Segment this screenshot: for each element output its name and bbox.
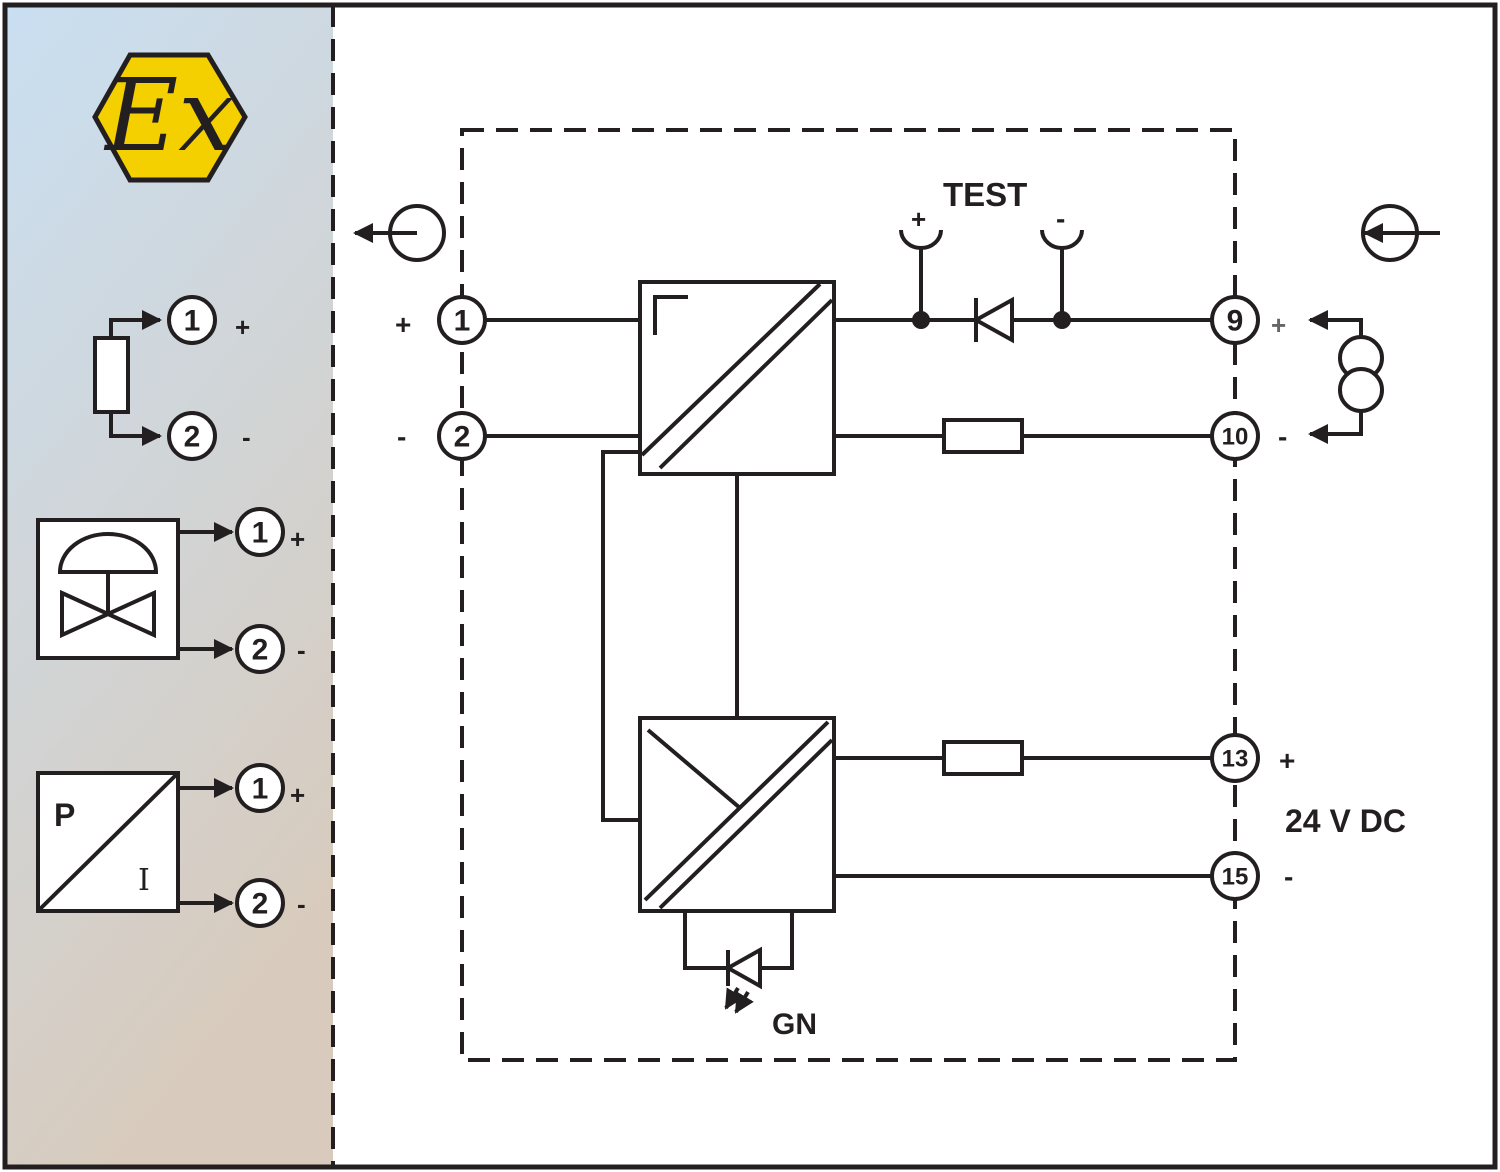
test-socket-icon bbox=[899, 229, 1084, 320]
terminal-2 bbox=[167, 411, 217, 461]
output-terminal-10 bbox=[1210, 411, 1260, 461]
terminal-num: 2 bbox=[252, 634, 269, 667]
device-sensor: 1 + 2 - bbox=[93, 295, 251, 461]
terminal-1 bbox=[235, 763, 285, 813]
terminal-num: 13 bbox=[1222, 746, 1249, 773]
ex-hazard-icon: Ex bbox=[92, 52, 248, 183]
output-terminals: 9 + 10 - 13 + 15 - bbox=[1210, 295, 1295, 901]
valve-icon bbox=[57, 532, 159, 639]
transmitter-p-label: P bbox=[54, 797, 75, 833]
output-terminal-15 bbox=[1210, 851, 1260, 901]
signal-in-icon bbox=[1361, 204, 1440, 262]
input-sign-minus: - bbox=[397, 421, 406, 452]
terminal-sign: + bbox=[290, 780, 305, 810]
terminal-2 bbox=[235, 878, 285, 928]
terminal-1 bbox=[167, 295, 217, 345]
test-minus: - bbox=[1056, 203, 1065, 234]
test-title: TEST bbox=[943, 176, 1027, 213]
output-terminal-9 bbox=[1210, 295, 1260, 345]
signal-out-icon bbox=[353, 204, 446, 262]
terminal-sign: + bbox=[1271, 310, 1286, 340]
terminal-sign: - bbox=[297, 635, 306, 665]
terminal-num: 1 bbox=[252, 773, 269, 806]
terminal-sign: - bbox=[1278, 421, 1287, 452]
supply-label: 24 V DC bbox=[1285, 803, 1406, 839]
terminal-num: 1 bbox=[252, 517, 269, 550]
terminal-sign: - bbox=[1284, 861, 1293, 892]
module-boundary bbox=[460, 128, 1237, 1062]
terminal-num: 2 bbox=[252, 888, 269, 921]
upper-isolator-block bbox=[638, 280, 836, 476]
terminal-1 bbox=[235, 507, 285, 557]
device-valve: 1 + 2 - bbox=[36, 507, 306, 674]
terminal-sign: - bbox=[297, 889, 306, 919]
terminal-num: 15 bbox=[1222, 864, 1249, 891]
ex-logo-text: Ex bbox=[103, 57, 234, 174]
input-sign-plus: + bbox=[395, 309, 411, 340]
terminal-num: 1 bbox=[454, 305, 471, 338]
output-terminal-13 bbox=[1210, 733, 1260, 783]
led-label: GN bbox=[772, 1008, 817, 1041]
lower-supply-block bbox=[638, 716, 836, 913]
module-input-terminals: + 1 - 2 bbox=[395, 295, 487, 461]
transmitter-i-label: I bbox=[138, 863, 150, 898]
terminal-num: 2 bbox=[184, 421, 201, 454]
test-plus: + bbox=[911, 204, 926, 234]
terminal-num: 2 bbox=[454, 421, 471, 454]
terminal-sign: + bbox=[235, 312, 250, 342]
fuse-icon bbox=[942, 418, 1024, 454]
terminal-sign: + bbox=[1279, 745, 1295, 776]
terminal-2 bbox=[235, 624, 285, 674]
fuse-icon bbox=[942, 740, 1024, 776]
terminal-num: 9 bbox=[1227, 305, 1244, 338]
terminal-num: 1 bbox=[184, 305, 201, 338]
terminal-num: 10 bbox=[1222, 424, 1249, 451]
led-icon bbox=[683, 911, 794, 1014]
terminal-sign: + bbox=[290, 524, 305, 554]
device-transmitter: P I 1 + 2 - bbox=[36, 763, 306, 928]
diode-icon bbox=[971, 296, 1014, 344]
resistor-icon bbox=[93, 336, 130, 414]
terminal-sign: - bbox=[242, 422, 251, 452]
current-source-icon bbox=[1308, 310, 1384, 444]
